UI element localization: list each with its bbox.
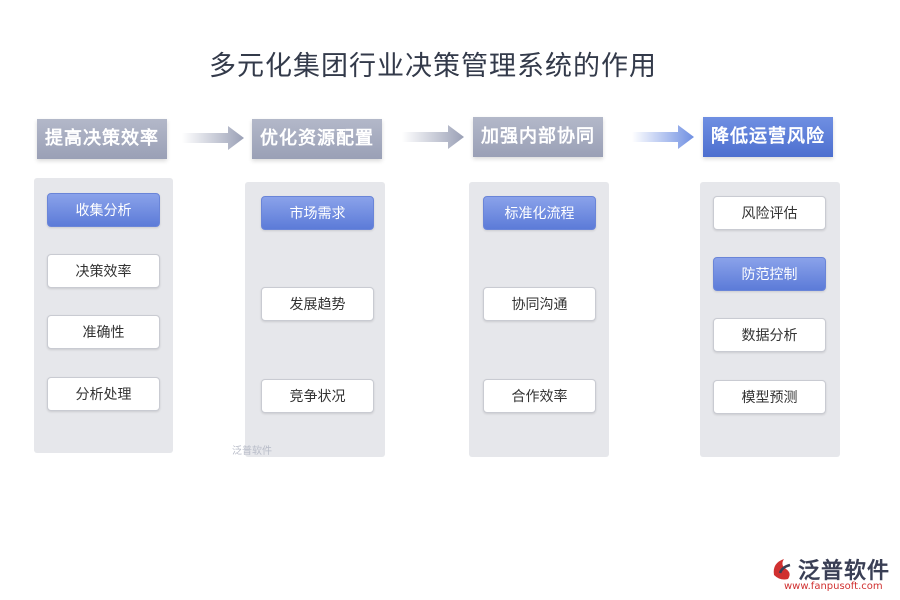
item-cooperation-efficiency: 合作效率 — [483, 379, 596, 413]
logo-name: 泛普软件 — [798, 559, 891, 584]
header-reduce-risk: 降低运营风险 — [703, 117, 833, 157]
arrow-right-icon — [182, 126, 244, 150]
item-model-prediction: 模型预测 — [713, 380, 826, 414]
item-analysis-processing: 分析处理 — [47, 377, 160, 411]
item-accuracy: 准确性 — [47, 315, 160, 349]
item-collect-analyze: 收集分析 — [47, 193, 160, 227]
item-collaborative-communication: 协同沟通 — [483, 287, 596, 321]
item-market-demand: 市场需求 — [261, 196, 374, 230]
logo-url: www.fanpusoft.com — [784, 581, 883, 592]
header-strengthen-collaboration: 加强内部协同 — [473, 117, 603, 157]
arrow-right-icon — [632, 125, 694, 149]
fanpu-logo-icon — [773, 559, 791, 580]
item-data-analysis: 数据分析 — [713, 318, 826, 352]
item-development-trend: 发展趋势 — [261, 287, 374, 321]
page-title: 多元化集团行业决策管理系统的作用 — [209, 51, 657, 82]
item-competition-status: 竞争状况 — [261, 379, 374, 413]
header-improve-efficiency: 提高决策效率 — [37, 119, 167, 159]
brand-logo: 泛普软件 www.fanpusoft.com — [770, 553, 895, 597]
item-decision-efficiency: 决策效率 — [47, 254, 160, 288]
header-optimize-resources: 优化资源配置 — [252, 119, 382, 159]
item-prevention-control: 防范控制 — [713, 257, 826, 291]
item-standard-process: 标准化流程 — [483, 196, 596, 230]
watermark-small: 泛普软件 — [232, 446, 272, 457]
arrow-right-icon — [402, 125, 464, 149]
item-risk-assessment: 风险评估 — [713, 196, 826, 230]
